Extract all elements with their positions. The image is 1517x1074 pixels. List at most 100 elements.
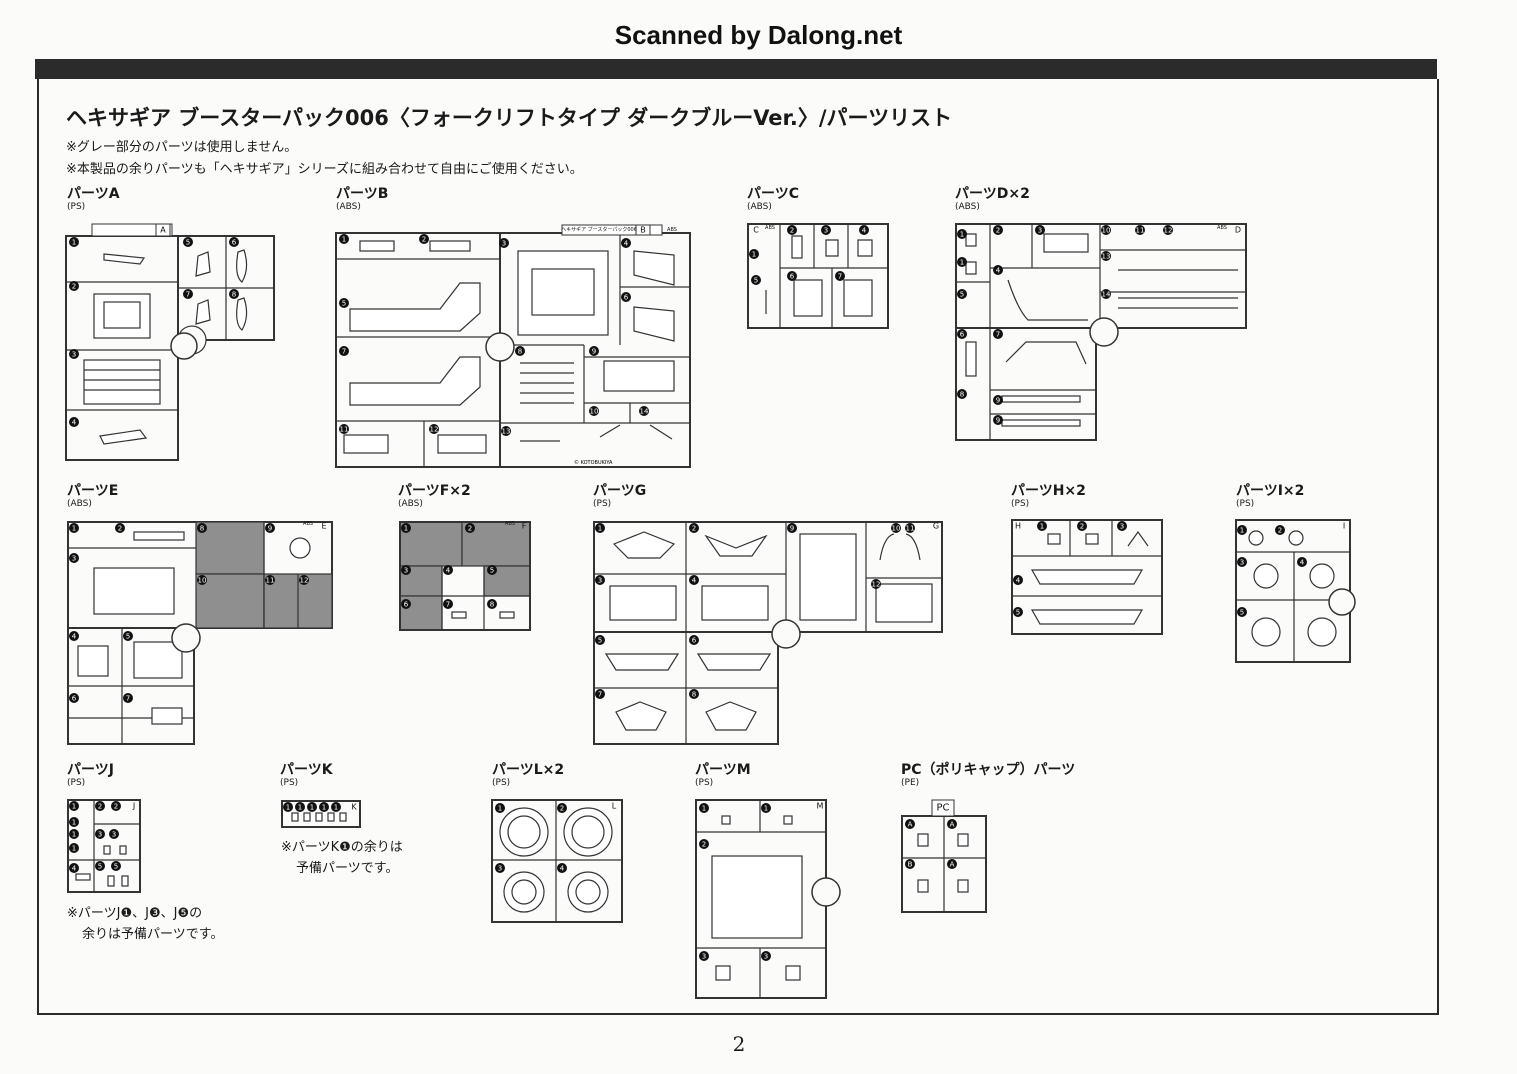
runner-c-mat-tag: ABS: [765, 225, 775, 231]
part-number-text: 2: [422, 236, 426, 244]
part-number-text: 6: [790, 273, 795, 281]
runner-pc-tag: PC: [936, 803, 949, 814]
part-number-text: 11: [1136, 227, 1145, 235]
part-number-text: 5: [1016, 609, 1020, 617]
part-number-badge: A: [947, 819, 957, 829]
part-number-text: 7: [996, 331, 1000, 339]
part-number-badge: 9: [265, 523, 275, 533]
parts-e-material: (ABS): [67, 499, 92, 509]
note-spare-parts: ※本製品の余りパーツも「ヘキサギア」シリーズに組み合わせて自由にご使用ください。: [66, 162, 583, 177]
part-number-text: 2: [790, 227, 794, 235]
part-number-badge: 2: [1077, 521, 1087, 531]
part-number-badge: 3: [495, 863, 505, 873]
part-number-text: 3: [1038, 227, 1042, 235]
part-number-text: 1: [72, 239, 76, 247]
part-number-badge: 1: [595, 523, 605, 533]
part-number-badge: 2: [787, 225, 797, 235]
part-number-text: 1: [322, 804, 326, 812]
part-number-text: 1: [1240, 527, 1244, 535]
part-number-badge: 2: [1275, 525, 1285, 535]
part-number-badge: 2: [69, 281, 79, 291]
runner-d-tag: D: [1235, 226, 1241, 235]
part-number-text: 2: [114, 803, 118, 811]
parts-e-label: パーツE: [67, 483, 119, 499]
parts-d-label: パーツD×2: [955, 186, 1030, 202]
part-number-text: 4: [624, 240, 629, 248]
part-number-badge: 8: [689, 689, 699, 699]
part-number-text: 1: [960, 259, 964, 267]
part-number-badge: 10: [1101, 225, 1111, 235]
parts-j-footnote-2: 余りは予備パーツです。: [82, 927, 224, 942]
parts-pc-label: PC（ポリキャップ）パーツ: [901, 762, 1076, 778]
part-number-badge: 1: [283, 802, 293, 812]
part-number-badge: 1: [69, 829, 79, 839]
part-number-text: 8: [232, 291, 236, 299]
part-number-badge: 4: [443, 565, 453, 575]
part-number-badge: 10: [589, 406, 599, 416]
part-number-badge: 1: [495, 803, 505, 813]
part-number-badge: 6: [229, 237, 239, 247]
part-number-text: 5: [114, 863, 118, 871]
part-number-text: 3: [72, 351, 76, 359]
runner-f-mat-tag: ABS: [505, 521, 515, 527]
part-number-badge: 14: [1101, 289, 1111, 299]
runner-b-header: ヘキサギア ブースターパック006: [561, 226, 637, 233]
part-number-text: 4: [72, 419, 77, 427]
part-number-badge: 6: [69, 693, 79, 703]
part-number-text: 5: [490, 567, 494, 575]
part-number-text: 3: [98, 831, 102, 839]
part-number-badge: 1: [69, 843, 79, 853]
part-number-text: 9: [592, 348, 596, 356]
part-number-badge: 6: [621, 292, 631, 302]
part-number-text: 9: [790, 525, 794, 533]
part-number-badge: 4: [859, 225, 869, 235]
part-number-badge: 1: [761, 803, 771, 813]
part-number-badge: 5: [183, 237, 193, 247]
part-number-badge: 7: [123, 693, 133, 703]
part-number-badge: 3: [1237, 557, 1247, 567]
part-number-text: 10: [1102, 227, 1111, 235]
part-number-badge: 4: [621, 238, 631, 248]
part-number-text: 5: [126, 633, 130, 641]
part-number-text: 2: [98, 803, 102, 811]
parts-c-label: パーツC: [747, 186, 799, 202]
part-number-text: 4: [72, 865, 77, 873]
part-number-text: 7: [446, 601, 450, 609]
part-number-badge: 2: [465, 523, 475, 533]
part-number-badge: 6: [689, 635, 699, 645]
part-number-text: 3: [1240, 559, 1244, 567]
part-number-badge: 1: [1237, 525, 1247, 535]
part-number-badge: 4: [557, 863, 567, 873]
part-number-badge: 6: [957, 329, 967, 339]
part-number-text: 12: [872, 581, 881, 589]
parts-g-material: (PS): [593, 499, 612, 509]
part-number-badge: 8: [515, 346, 525, 356]
parts-j-material: (PS): [67, 778, 86, 788]
part-number-badge: 3: [499, 238, 509, 248]
part-number-text: 2: [560, 805, 564, 813]
part-number-badge: 4: [1297, 557, 1307, 567]
part-number-text: 6: [960, 331, 965, 339]
part-number-text: 5: [960, 291, 964, 299]
part-number-text: 7: [838, 273, 842, 281]
part-number-text: 1: [764, 805, 768, 813]
part-number-badge: 2: [111, 801, 121, 811]
part-number-text: 2: [702, 841, 706, 849]
part-number-text: 7: [598, 691, 602, 699]
part-number-badge: 13: [1101, 251, 1111, 261]
part-number-badge: 6: [401, 599, 411, 609]
top-bar: [35, 59, 1437, 79]
part-number-text: 6: [404, 601, 409, 609]
parts-k-footnote-2: 予備パーツです。: [296, 861, 399, 876]
part-number-badge: B: [905, 859, 915, 869]
part-number-text: 5: [1240, 609, 1244, 617]
part-number-text: 7: [186, 291, 190, 299]
part-number-text: 1: [72, 525, 76, 533]
part-number-badge: 3: [1035, 225, 1045, 235]
part-number-text: 2: [1278, 527, 1282, 535]
